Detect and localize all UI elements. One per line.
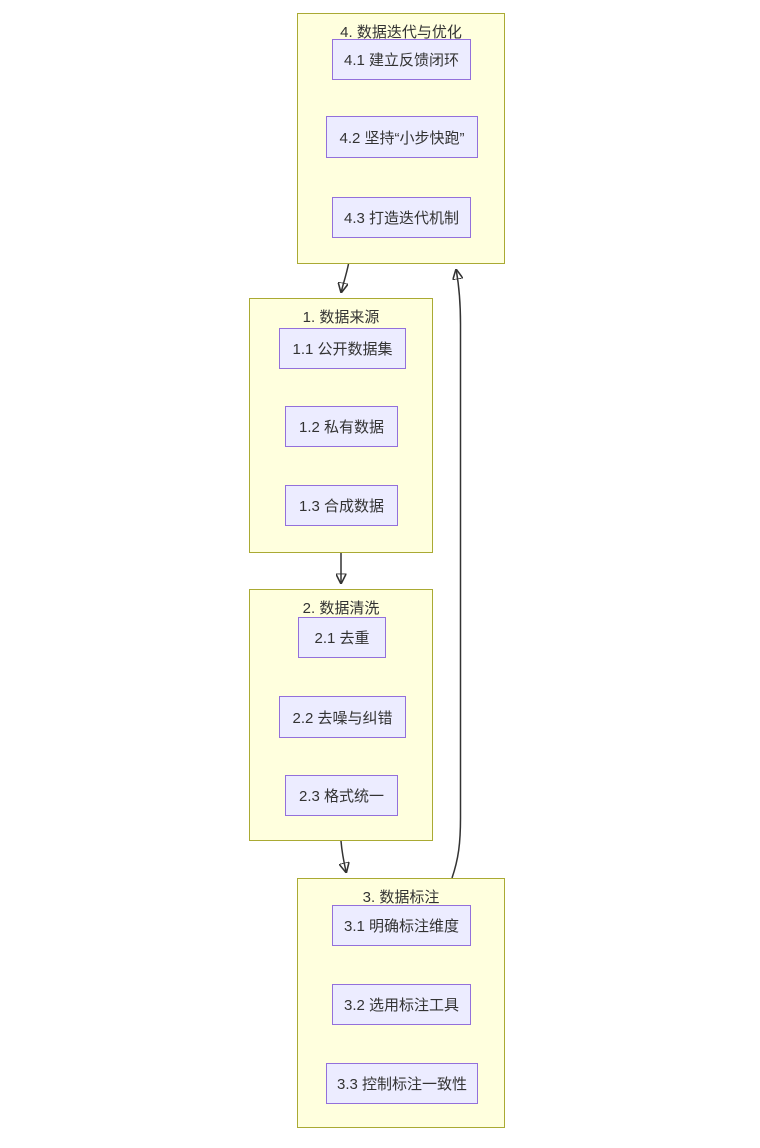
node-deduplication: 2.1 去重 [298,617,386,658]
group-title-data-iteration: 4. 数据迭代与优化 [340,24,462,41]
node-small-steps: 4.2 坚持“小步快跑” [326,116,478,158]
node-annotation-tools: 3.2 选用标注工具 [332,984,471,1025]
group-data-annotation: 3. 数据标注 3.1 明确标注维度 3.2 选用标注工具 3.3 控制标注一致… [297,878,505,1128]
group-data-iteration: 4. 数据迭代与优化 4.1 建立反馈闭环 4.2 坚持“小步快跑” 4.3 打… [297,13,505,264]
group-title-data-annotation: 3. 数据标注 [362,889,440,906]
edge-2-to-3-arrow [341,840,346,872]
node-format-unification: 2.3 格式统一 [285,775,398,816]
node-annotation-consistency: 3.3 控制标注一致性 [326,1063,478,1104]
group-title-data-sources: 1. 数据来源 [302,309,380,326]
node-synthetic-data: 1.3 合成数据 [285,485,398,526]
node-private-data: 1.2 私有数据 [285,406,398,447]
node-public-datasets: 1.1 公开数据集 [279,328,406,369]
group-data-cleaning: 2. 数据清洗 2.1 去重 2.2 去噪与纠错 2.3 格式统一 [249,589,433,841]
node-annotation-dimensions: 3.1 明确标注维度 [332,905,471,946]
node-denoise-correct: 2.2 去噪与纠错 [279,696,406,738]
group-data-sources: 1. 数据来源 1.1 公开数据集 1.2 私有数据 1.3 合成数据 [249,298,433,553]
node-iteration-mechanism: 4.3 打造迭代机制 [332,197,471,238]
node-feedback-loop: 4.1 建立反馈闭环 [332,39,471,80]
edge-3-to-4-arrow [451,271,461,879]
group-title-data-cleaning: 2. 数据清洗 [302,600,380,617]
edge-4-to-1-arrow [341,263,350,292]
